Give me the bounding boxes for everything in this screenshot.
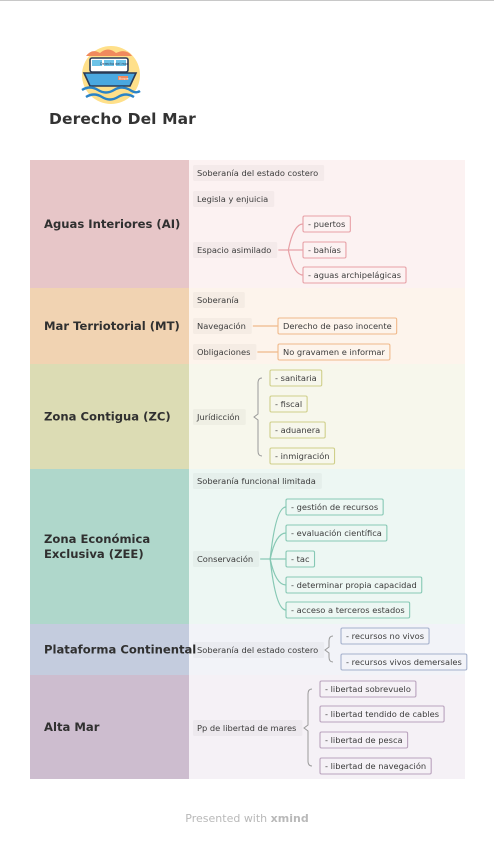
band-5-node-0-child-3: - libertad de navegación [325,761,426,771]
band-2-label-0: Zona Contigua (ZC) [44,410,171,424]
band-4-node-0: Soberanía del estado costero [197,645,318,655]
page-title: Derecho Del Mar [49,110,196,128]
band-0-connector-2-0 [287,223,304,251]
band-0-node-2-child-1: - bahías [308,245,341,255]
band-1-node-2-child-0: No gravamen e informar [283,347,385,357]
band-0-label-0: Aguas Interiores (AI) [44,217,180,231]
band-1-label-0: Mar Terriotorial (MT) [44,319,180,333]
band-3-left [30,469,189,624]
top-divider [0,0,494,1]
band-3-node-1-child-4: - acceso a terceros estados [291,605,405,615]
band-0-node-0: Soberanía del estado costero [197,168,318,178]
band-1-node-1: Navegación [197,321,246,331]
band-5-node-0-child-1-box [319,705,445,723]
logo-bottom-text: Buque [119,77,129,81]
band-2-brace-0 [253,377,263,457]
band-5-label-0: Alta Mar [44,720,100,734]
band-3-label-1: Exclusiva (ZEE) [44,547,144,561]
band-2-node-0-child-0: - sanitaria [275,373,317,383]
band-2-node-0-child-1: - fiscal [275,399,302,409]
footer: Presented with xmind [0,812,494,825]
band-3-node-1-child-0-box [285,498,384,516]
band-1-node-1-child-0-box [277,317,398,335]
band-5-node-0-child-0-box [319,680,417,698]
band-2-left [30,364,189,469]
band-5-node-0-child-2-box [319,731,409,749]
band-3-node-1-child-2: - tac [291,554,310,564]
ship-logo-icon: Derecho del mar Buque [81,46,141,104]
band-3-node-1-child-2-box [285,550,316,568]
band-3-connector-1-0 [269,506,287,560]
band-0-connector-2-2 [287,249,304,276]
band-2-node-0-child-3: - inmigración [275,451,330,461]
band-3-node-1-child-4-box [285,601,411,619]
band-5-node-0-child-1: - libertad tendido de cables [325,709,439,719]
band-3-node-1: Conservación [197,554,253,564]
band-1-node-0: Soberanía [197,295,239,305]
band-3-node-1-child-3: - determinar propia capacidad [291,580,417,590]
band-4-node-0-child-1: - recursos vivos demersales [346,657,462,667]
band-0-node-2-child-2: - aguas archipelágicas [308,270,401,280]
band-2-node-0-child-0-box [269,369,323,387]
band-1-left [30,288,189,364]
footer-prefix: Presented with [185,812,268,825]
band-4-left [30,624,189,675]
band-3-node-0: Soberanía funcional limitada [197,476,316,486]
footer-brand: xmind [270,812,309,825]
band-5-node-0: Pp de libertad de mares [197,723,296,733]
band-4-node-0-child-0: - recursos no vivos [346,631,424,641]
band-5-node-0-child-0: - libertad sobrevuelo [325,684,411,694]
band-2-node-0-child-2: - aduanera [275,425,320,435]
band-5-brace-0 [303,688,313,767]
band-1-node-1-child-0: Derecho de paso inocente [283,321,392,331]
band-2-node-0: Jurídicción [196,412,240,422]
band-3-node-1-child-3-box [285,576,423,594]
band-4-node-0-child-1-box [340,653,468,671]
band-2-node-0-child-1-box [269,395,308,413]
band-3-node-1-child-1-box [285,524,388,542]
band-0-left [30,160,189,288]
band-0-node-2: Espacio asimilado [197,245,271,255]
band-3-connector-1-4 [269,558,287,611]
band-5-node-0-child-3-box [319,757,432,775]
band-3-node-1-child-0: - gestión de recursos [291,502,378,512]
band-4-node-0-child-0-box [340,627,430,645]
band-0-node-1: Legisla y enjuicia [197,194,268,204]
band-4-label-0: Plataforma Continental [44,643,196,657]
band-5-left [30,675,189,779]
band-0-node-2-child-2-box [302,266,407,284]
band-3-label-0: Zona Económica [44,532,150,546]
band-0-node-2-child-0-box [302,215,351,233]
band-0-node-2-child-1-box [302,241,347,259]
band-2-node-0-child-3-box [269,447,336,465]
band-4-brace-0 [324,635,334,663]
band-3-right [189,469,465,624]
band-0-node-2-child-0: - puertos [308,219,345,229]
band-1-node-2: Obligaciones [197,347,250,357]
band-3-node-1-child-1: - evaluación científica [291,528,382,538]
logo-top-text: Derecho del mar [100,62,129,66]
band-5-node-0-child-2: - libertad de pesca [325,735,403,745]
band-2-node-0-child-2-box [269,421,326,439]
band-1-node-2-child-0-box [277,343,391,361]
band-3-connector-1-1 [269,532,287,560]
